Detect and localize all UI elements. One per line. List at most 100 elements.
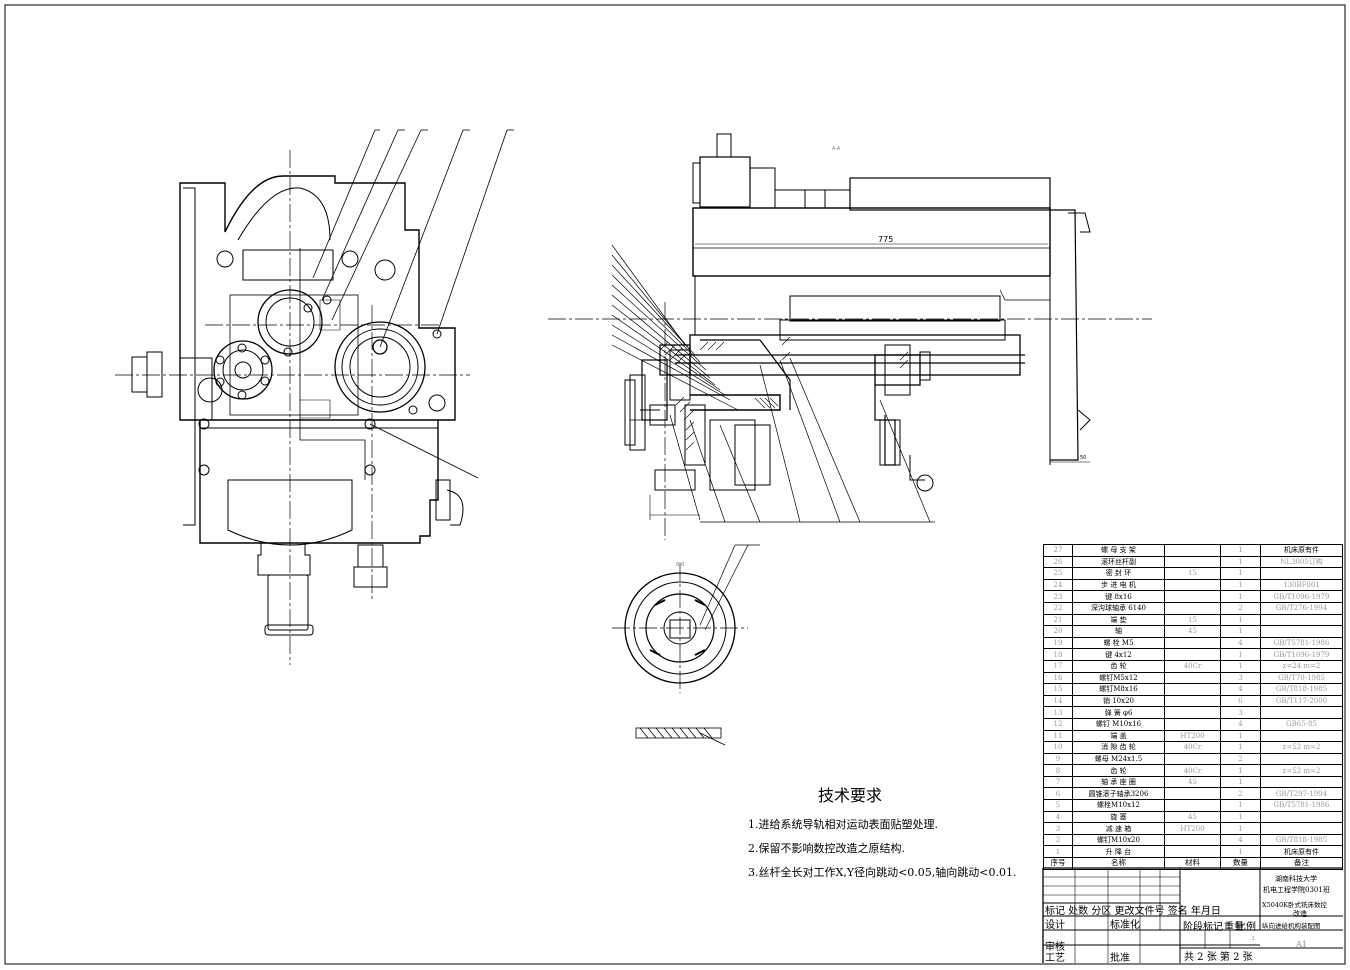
anti-backlash-gear-detail xyxy=(624,544,760,684)
bom-cell-name: 轴 xyxy=(1072,625,1165,638)
tech-req-item-3: 3.丝杆全长对工作X,Y径向跳动<0.05,轴向跳动<0.01. xyxy=(748,866,1017,879)
bom-cell-qty: 1 xyxy=(1220,578,1261,592)
bom-cell-name: 轴 承 座 圈 xyxy=(1072,775,1165,789)
bom-cell-note xyxy=(1260,729,1343,743)
bom-cell-qty: 4 xyxy=(1220,833,1261,847)
bom-cell-name: 螺钉M8x16 xyxy=(1072,683,1165,696)
bom-cell-note: GB/T5781-1986 xyxy=(1260,636,1343,650)
bom-cell-material: HT200 xyxy=(1164,729,1221,743)
bom-cell-name: 齿 轮 xyxy=(1072,659,1165,673)
bom-cell-name: 旋 塞 xyxy=(1072,810,1165,824)
bom-cell-note xyxy=(1260,625,1343,638)
view-label-side: B-B xyxy=(676,562,685,568)
drawing-title-line1: X5040K卧式铣床数控 xyxy=(1262,901,1328,909)
bom-cell-note: z=52 m=2 xyxy=(1260,741,1343,754)
bom-cell-name: 端 垫 xyxy=(1072,613,1165,627)
bom-cell-note: 机床原有件 xyxy=(1260,845,1343,859)
drawing-title-line2: 改造 xyxy=(1293,910,1307,918)
scale-label: 比例 xyxy=(1236,922,1256,933)
bom-cell-qty: 1 xyxy=(1220,590,1261,603)
process-label: 工艺 xyxy=(1045,953,1065,964)
bom-cell-no: 8 xyxy=(1043,764,1073,777)
bom-cell-material xyxy=(1164,799,1221,812)
bom-cell-qty: 2 xyxy=(1220,787,1261,801)
bom-cell-note xyxy=(1260,706,1343,719)
feed-mechanism-section-view xyxy=(624,133,1091,520)
bom-cell-qty: 1 xyxy=(1220,567,1261,580)
bom-cell-material: 15 xyxy=(1164,567,1221,580)
bom-cell-name: 升 降 台 xyxy=(1072,845,1165,859)
bom-cell-no: 27 xyxy=(1043,544,1073,557)
bom-cell-no: 2 xyxy=(1043,833,1073,847)
review-label: 审核 xyxy=(1045,942,1065,953)
bom-cell-name: 螺 栓 M5 xyxy=(1072,636,1165,650)
bom-cell-no: 10 xyxy=(1043,741,1073,754)
bom-cell-name: 圆锥滚子轴承3206 xyxy=(1072,787,1165,801)
bom-cell-note: GB/T818-1985 xyxy=(1260,833,1343,847)
bom-cell-material: 15 xyxy=(1164,613,1221,627)
bom-cell-qty: 4 xyxy=(1220,636,1261,650)
bom-cell-qty: 1 xyxy=(1220,729,1261,743)
bom-cell-qty: 2 xyxy=(1220,752,1261,766)
bom-cell-qty: 6 xyxy=(1220,694,1261,708)
tech-req-item-2: 2.保留不影响数控改造之原结构. xyxy=(748,842,905,855)
weight-label: 重量 xyxy=(1224,922,1244,933)
bom-cell-no: 23 xyxy=(1043,590,1073,603)
bom-cell-note xyxy=(1260,752,1343,766)
bom-cell-material xyxy=(1164,590,1221,603)
bom-cell-qty: 1 xyxy=(1220,648,1261,661)
bom-cell-material: 40Cr xyxy=(1164,764,1221,777)
tech-req-item-1: 1.进给系统导轨相对运动表面贴塑处理. xyxy=(748,818,938,831)
dimension-775: 775 xyxy=(878,235,893,244)
bom-cell-name: 螺钉 M10x16 xyxy=(1072,717,1165,731)
bom-cell-note: 130BF001 xyxy=(1260,578,1343,592)
bom-cell-qty: 1 xyxy=(1220,625,1261,638)
bom-cell-note: NL3005订购 xyxy=(1260,555,1343,569)
bom-header-name: 名称 xyxy=(1072,857,1165,870)
bom-cell-name: 端 盖 xyxy=(1072,729,1165,743)
bom-cell-note: GB/T818-1985 xyxy=(1260,683,1343,696)
bom-cell-no: 3 xyxy=(1043,822,1073,835)
bom-cell-note xyxy=(1260,775,1343,789)
bom-cell-note: GB/T1096-1979 xyxy=(1260,648,1343,661)
bom-cell-qty: 1 xyxy=(1220,741,1261,754)
stage-mark-label: 阶段标记 xyxy=(1183,922,1223,933)
bom-cell-material xyxy=(1164,787,1221,801)
bom-cell-qty: 1 xyxy=(1220,613,1261,627)
bom-cell-no: 7 xyxy=(1043,775,1073,789)
bom-cell-material: 45 xyxy=(1164,775,1221,789)
bom-cell-name: 螺钉M10x20 xyxy=(1072,833,1165,847)
bom-cell-no: 22 xyxy=(1043,601,1073,615)
bom-cell-material: HT200 xyxy=(1164,822,1221,835)
gearbox-front-view xyxy=(131,175,464,636)
bom-cell-material xyxy=(1164,601,1221,615)
bom-cell-name: 深沟球轴承 6140 xyxy=(1072,601,1165,615)
bom-cell-note: GB/T276-1994 xyxy=(1260,601,1343,615)
bom-cell-qty: 1 xyxy=(1220,555,1261,569)
bom-cell-no: 25 xyxy=(1043,567,1073,580)
bom-cell-name: 消 隙 齿 轮 xyxy=(1072,741,1165,754)
bom-cell-material xyxy=(1164,694,1221,708)
bom-cell-material xyxy=(1164,752,1221,766)
view-label-main: A-A xyxy=(832,146,841,152)
bom-cell-qty: 1 xyxy=(1220,822,1261,835)
bom-cell-material xyxy=(1164,544,1221,557)
approve-label: 批准 xyxy=(1110,953,1130,964)
